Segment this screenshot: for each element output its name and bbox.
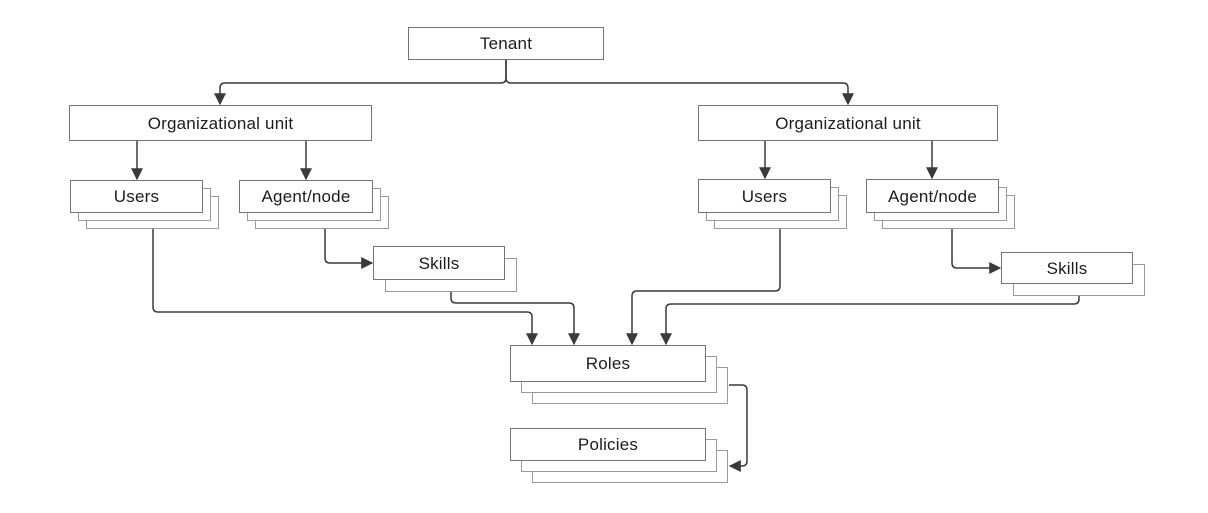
node-skills-right: Skills <box>1001 252 1145 296</box>
edge-skills-right-to-roles <box>660 290 1080 346</box>
node-agent-left-box: Agent/node <box>239 180 373 213</box>
edge-skills-left-to-roles <box>450 292 580 346</box>
node-skills-left: Skills <box>373 246 517 292</box>
edge-tenant-to-ou-right <box>505 60 854 106</box>
edge-users-right-to-roles <box>626 228 781 346</box>
edge-tenant-to-ou-left <box>214 60 507 106</box>
node-agent-left-label: Agent/node <box>261 187 351 206</box>
node-ou-left-box: Organizational unit <box>69 105 372 141</box>
node-skills-right-box: Skills <box>1001 252 1133 284</box>
node-agent-left: Agent/node <box>239 180 389 229</box>
edge-roles-to-policies <box>728 384 748 472</box>
node-users-left-box: Users <box>70 180 203 213</box>
node-roles: Roles <box>510 345 728 404</box>
node-ou-right: Organizational unit <box>698 105 998 141</box>
node-agent-right-box: Agent/node <box>866 179 999 213</box>
node-policies: Policies <box>510 428 728 483</box>
node-users-right-box: Users <box>698 179 831 213</box>
node-roles-box: Roles <box>510 345 706 382</box>
edge-users-left-to-roles <box>152 229 538 346</box>
node-ou-left-label: Organizational unit <box>147 113 294 133</box>
node-skills-right-label: Skills <box>1046 258 1088 278</box>
node-policies-box: Policies <box>510 428 706 461</box>
node-policies-label: Policies <box>577 435 639 454</box>
node-tenant-box: Tenant <box>408 27 604 60</box>
node-ou-right-box: Organizational unit <box>698 105 998 141</box>
node-users-right-label: Users <box>741 186 788 206</box>
edge-agent-right-to-skills-right <box>951 228 1002 274</box>
node-ou-left: Organizational unit <box>69 105 372 141</box>
node-tenant-label: Tenant <box>479 34 533 53</box>
node-tenant: Tenant <box>408 27 604 60</box>
node-agent-right-label: Agent/node <box>888 186 977 206</box>
node-users-left-label: Users <box>113 187 160 206</box>
node-users-right: Users <box>698 179 847 229</box>
node-skills-left-label: Skills <box>418 253 460 273</box>
node-skills-left-box: Skills <box>373 246 505 280</box>
node-roles-label: Roles <box>585 354 631 373</box>
edge-agent-left-to-skills-left <box>324 229 374 269</box>
node-agent-right: Agent/node <box>866 179 1015 229</box>
node-users-left: Users <box>70 180 219 229</box>
node-ou-right-label: Organizational unit <box>775 113 921 133</box>
